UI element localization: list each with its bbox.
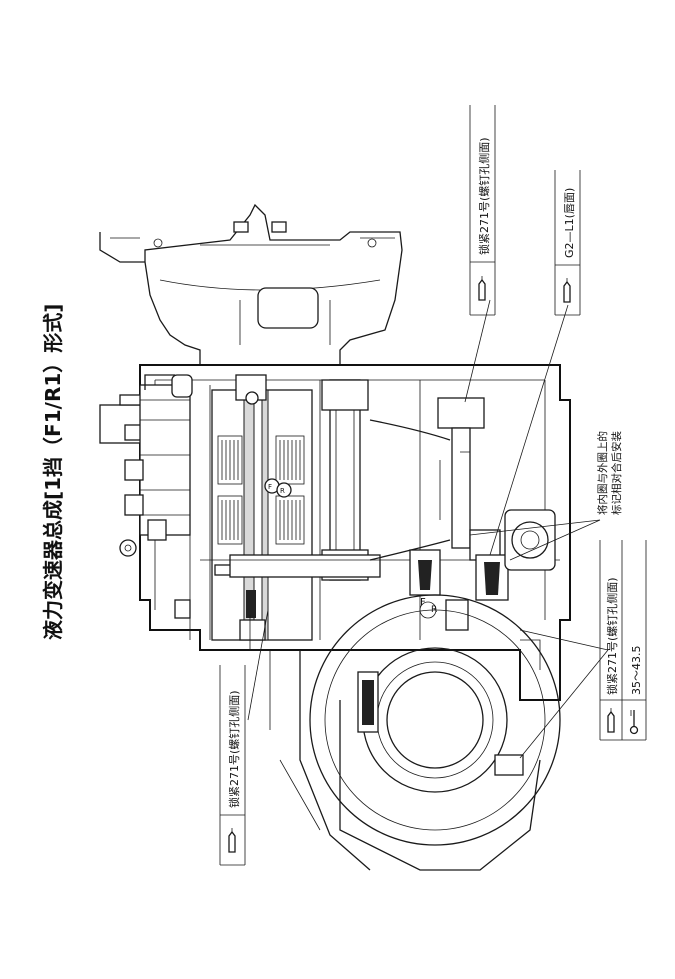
- callout-sealant-top: 锁紧271号(螺钉孔侧面): [469, 105, 496, 316]
- leader-lines: [247, 299, 609, 759]
- callout-torque-value: 35～43.5: [630, 646, 643, 696]
- mounting-flange: [99, 203, 403, 366]
- output-flange-disc: [249, 594, 561, 871]
- callout-text: 锁紧271号(螺钉孔侧面): [605, 577, 619, 695]
- control-valve-block: [99, 374, 193, 619]
- note-line2: 标记相对合后安装: [610, 431, 623, 515]
- callout-text: 锁紧271号(螺钉孔侧面): [227, 690, 241, 808]
- reverse-clutch-plates: [217, 495, 305, 545]
- intermediate-gears: [200, 379, 560, 581]
- callout-text: G2—L1(唇面): [563, 188, 576, 258]
- callout-text: 锁紧271号(螺钉孔侧面): [477, 137, 491, 255]
- sealant-apply-icon: [478, 276, 486, 301]
- sealant-apply-icon: [228, 828, 236, 853]
- callout-sealant-left: 锁紧271号(螺钉孔侧面): [219, 665, 246, 866]
- callout-grease-top: G2—L1(唇面): [554, 170, 581, 316]
- clutch-mark-r: R: [280, 487, 285, 495]
- callout-bearing-note: 将内圈与外圈上的 标记相对合后安装: [596, 431, 623, 515]
- clutch-mark-f: F: [268, 483, 272, 491]
- torque-wrench-icon: [629, 710, 639, 735]
- forward-clutch-plates: [217, 435, 305, 485]
- sealant-apply-icon: [607, 708, 615, 733]
- note-line1: 将内圈与外圈上的: [596, 431, 609, 515]
- bearing-mark-f: F: [420, 597, 426, 608]
- output-gear-assembly: F R: [369, 397, 556, 631]
- callout-sealant-torque: 锁紧271号(螺钉孔侧面) 35～43.5: [599, 540, 647, 741]
- clutch-packs: F R: [211, 374, 313, 641]
- transmission-assembly: F R F: [99, 203, 609, 871]
- grease-apply-icon: [563, 278, 571, 303]
- drawing-title: 液力变速器总成[1挡（F1/R1）形式]: [41, 304, 65, 640]
